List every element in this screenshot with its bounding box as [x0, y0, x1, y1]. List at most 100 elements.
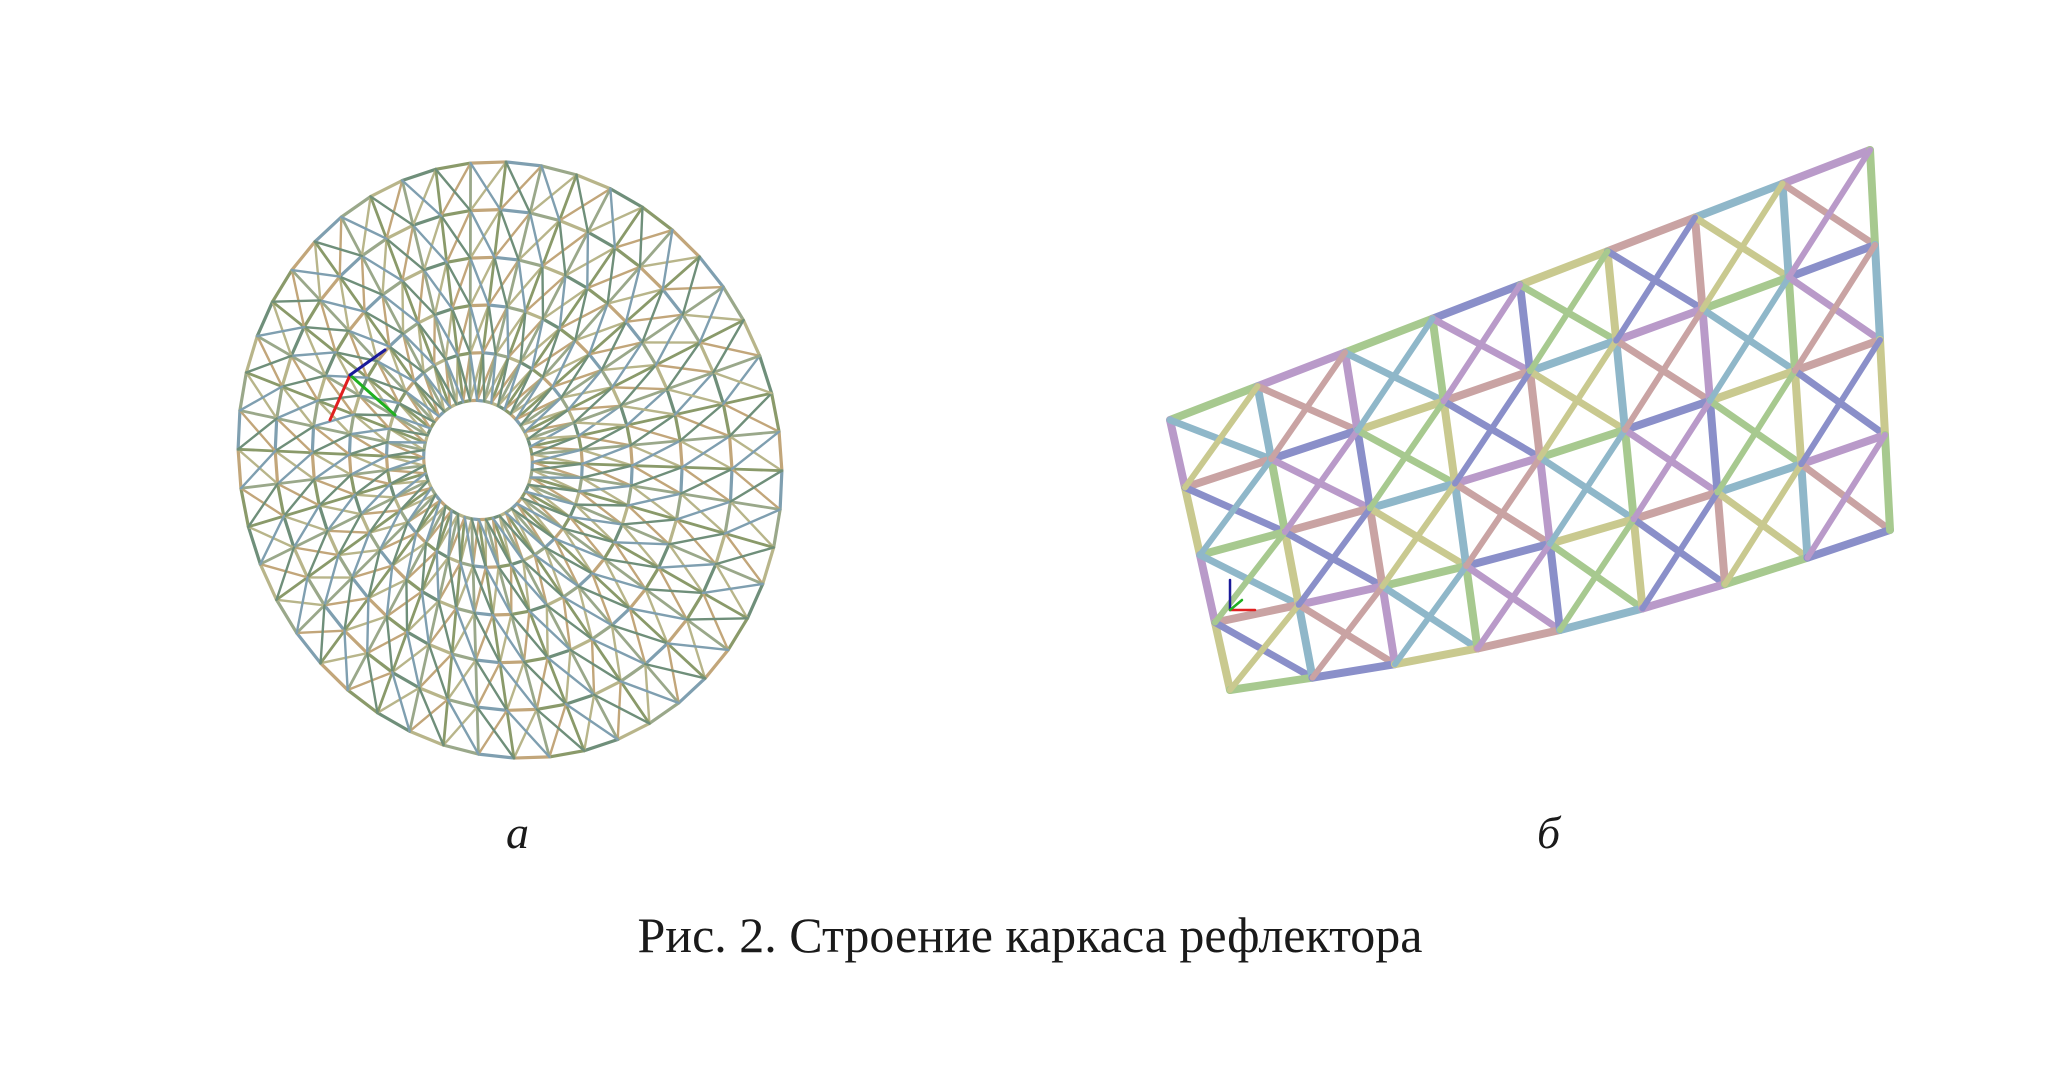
truss-diagonal-strut [558, 274, 567, 330]
sector-strut [1612, 336, 1629, 434]
truss-diagonal-strut [393, 472, 427, 499]
truss-ring-strut [289, 325, 306, 358]
truss-radial-strut [568, 515, 616, 544]
truss-radial-strut [527, 483, 577, 507]
truss-diagonal-strut [667, 532, 727, 546]
panel-label-b: б [1537, 807, 1561, 858]
truss-diagonal-strut [313, 240, 364, 258]
truss-diagonal-strut [334, 351, 361, 397]
truss-diagonal-strut [543, 546, 594, 575]
truss-diagonal-strut [469, 351, 479, 402]
truss-diagonal-strut [561, 527, 616, 544]
truss-radial-strut [629, 484, 683, 496]
truss-diagonal-strut [391, 521, 409, 567]
truss-radial-strut [587, 320, 628, 356]
truss-ring-strut [566, 408, 576, 425]
truss-diagonal-strut [600, 363, 658, 372]
truss-ring-strut [701, 562, 718, 595]
sector-strut [1629, 515, 1647, 613]
truss-radial-strut [359, 496, 396, 516]
truss-radial-strut [626, 504, 678, 521]
truss-diagonal-strut [290, 351, 337, 358]
truss-diagonal-strut [577, 434, 632, 447]
truss-diagonal-strut [657, 566, 689, 621]
truss-ring-strut [586, 230, 617, 250]
truss-diagonal-strut [548, 702, 568, 759]
truss-ring-strut [347, 309, 367, 333]
truss-diagonal-strut [343, 576, 354, 632]
truss-radial-strut [630, 464, 684, 469]
truss-diagonal-strut [512, 708, 538, 760]
truss-radial-strut [701, 591, 749, 620]
truss-diagonal-strut [625, 424, 682, 442]
truss-radial-strut [323, 576, 354, 607]
truss-ring-strut [435, 549, 450, 560]
truss-diagonal-strut [323, 553, 340, 607]
truss-ring-strut [290, 240, 317, 272]
sector-strut [1791, 336, 1884, 375]
truss-diagonal-strut [685, 617, 749, 621]
truss-diagonal-strut [469, 161, 502, 211]
truss-ring-strut [541, 375, 555, 389]
truss-diagonal-strut [417, 268, 426, 325]
truss-ring-strut [579, 448, 584, 466]
truss-diagonal-strut [411, 168, 437, 227]
truss-diagonal-strut [698, 341, 761, 358]
truss-ring-strut [741, 318, 762, 358]
truss-diagonal-strut [530, 434, 580, 456]
truss-diagonal-strut [440, 214, 472, 260]
truss-radial-strut [679, 492, 732, 503]
truss-radial-strut [310, 451, 351, 456]
truss-radial-strut [239, 482, 279, 490]
truss-diagonal-strut [526, 408, 570, 441]
truss-diagonal-strut [722, 354, 761, 406]
truss-radial-strut [505, 258, 521, 309]
truss-diagonal-strut [574, 503, 630, 507]
truss-diagonal-strut [586, 230, 590, 290]
truss-ring-strut [318, 275, 342, 303]
truss-diagonal-strut [515, 502, 565, 530]
truss-diagonal-strut [302, 325, 351, 333]
truss-diagonal-strut [418, 652, 454, 690]
truss-radial-strut [498, 661, 509, 712]
truss-ring-strut [412, 370, 426, 384]
truss-radial-strut [408, 686, 421, 733]
truss-radial-strut [433, 313, 448, 361]
truss-ring-strut [458, 561, 475, 568]
truss-radial-strut [521, 559, 549, 607]
truss-ring-strut [236, 408, 242, 451]
truss-ring-strut [553, 526, 565, 541]
truss-diagonal-strut [367, 578, 408, 600]
truss-radial-strut [640, 313, 685, 344]
truss-diagonal-strut [517, 219, 561, 262]
truss-diagonal-strut [680, 466, 732, 503]
truss-ring-strut [628, 587, 648, 611]
truss-ring-strut [640, 205, 674, 232]
truss-ring-strut [492, 255, 521, 262]
truss-diagonal-strut [385, 564, 394, 618]
truss-radial-strut [385, 454, 426, 460]
truss-diagonal-strut [446, 698, 480, 756]
truss-diagonal-strut [433, 261, 448, 316]
truss-ring-strut [411, 214, 443, 227]
truss-ring-strut [728, 434, 734, 471]
truss-diagonal-strut [559, 386, 614, 399]
truss-ring-strut [444, 353, 460, 361]
truss-diagonal-strut [680, 435, 731, 469]
truss-ring-strut [619, 662, 647, 683]
truss-radial-strut [643, 662, 681, 705]
truss-radial-strut [530, 327, 562, 371]
truss-radial-strut [385, 237, 404, 283]
truss-radial-strut [392, 413, 429, 437]
truss-diagonal-strut [359, 482, 392, 516]
truss-diagonal-strut [545, 604, 549, 659]
truss-diagonal-strut [347, 329, 369, 379]
truss-diagonal-strut [517, 258, 527, 313]
truss-ring-strut [360, 237, 389, 258]
truss-ring-strut [349, 473, 357, 497]
truss-ring-strut [643, 641, 670, 666]
sector-diagonal-strut [1227, 601, 1302, 693]
truss-diagonal-strut [487, 258, 520, 307]
truss-diagonal-strut [318, 473, 353, 507]
truss-diagonal-strut [338, 215, 343, 278]
